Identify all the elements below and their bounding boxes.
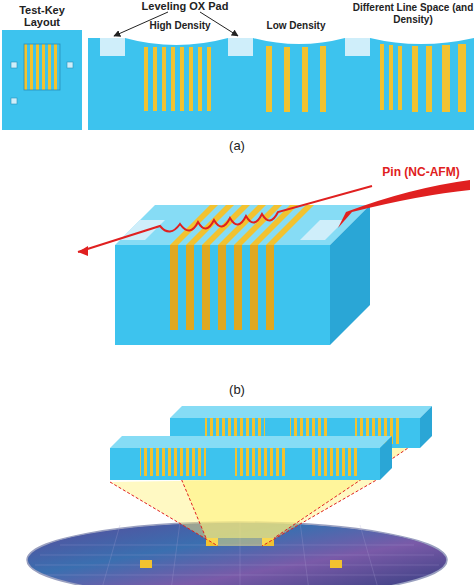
afm-block bbox=[78, 180, 470, 345]
region-label: High Density bbox=[136, 20, 224, 32]
region-label: Low Density bbox=[256, 20, 336, 32]
panel-letter: (a) bbox=[217, 140, 257, 152]
test-key-layout bbox=[2, 30, 82, 130]
cross-section bbox=[88, 12, 474, 130]
panel-heading: Test-Key Layout bbox=[2, 4, 82, 28]
wafer-view bbox=[27, 406, 447, 585]
pad-label: Leveling OX Pad bbox=[110, 0, 260, 12]
panel-letter: (b) bbox=[217, 384, 257, 396]
region-label: Different Line Space (and Density) bbox=[352, 2, 474, 26]
probe-label: Pin (NC-AFM) bbox=[368, 166, 474, 178]
